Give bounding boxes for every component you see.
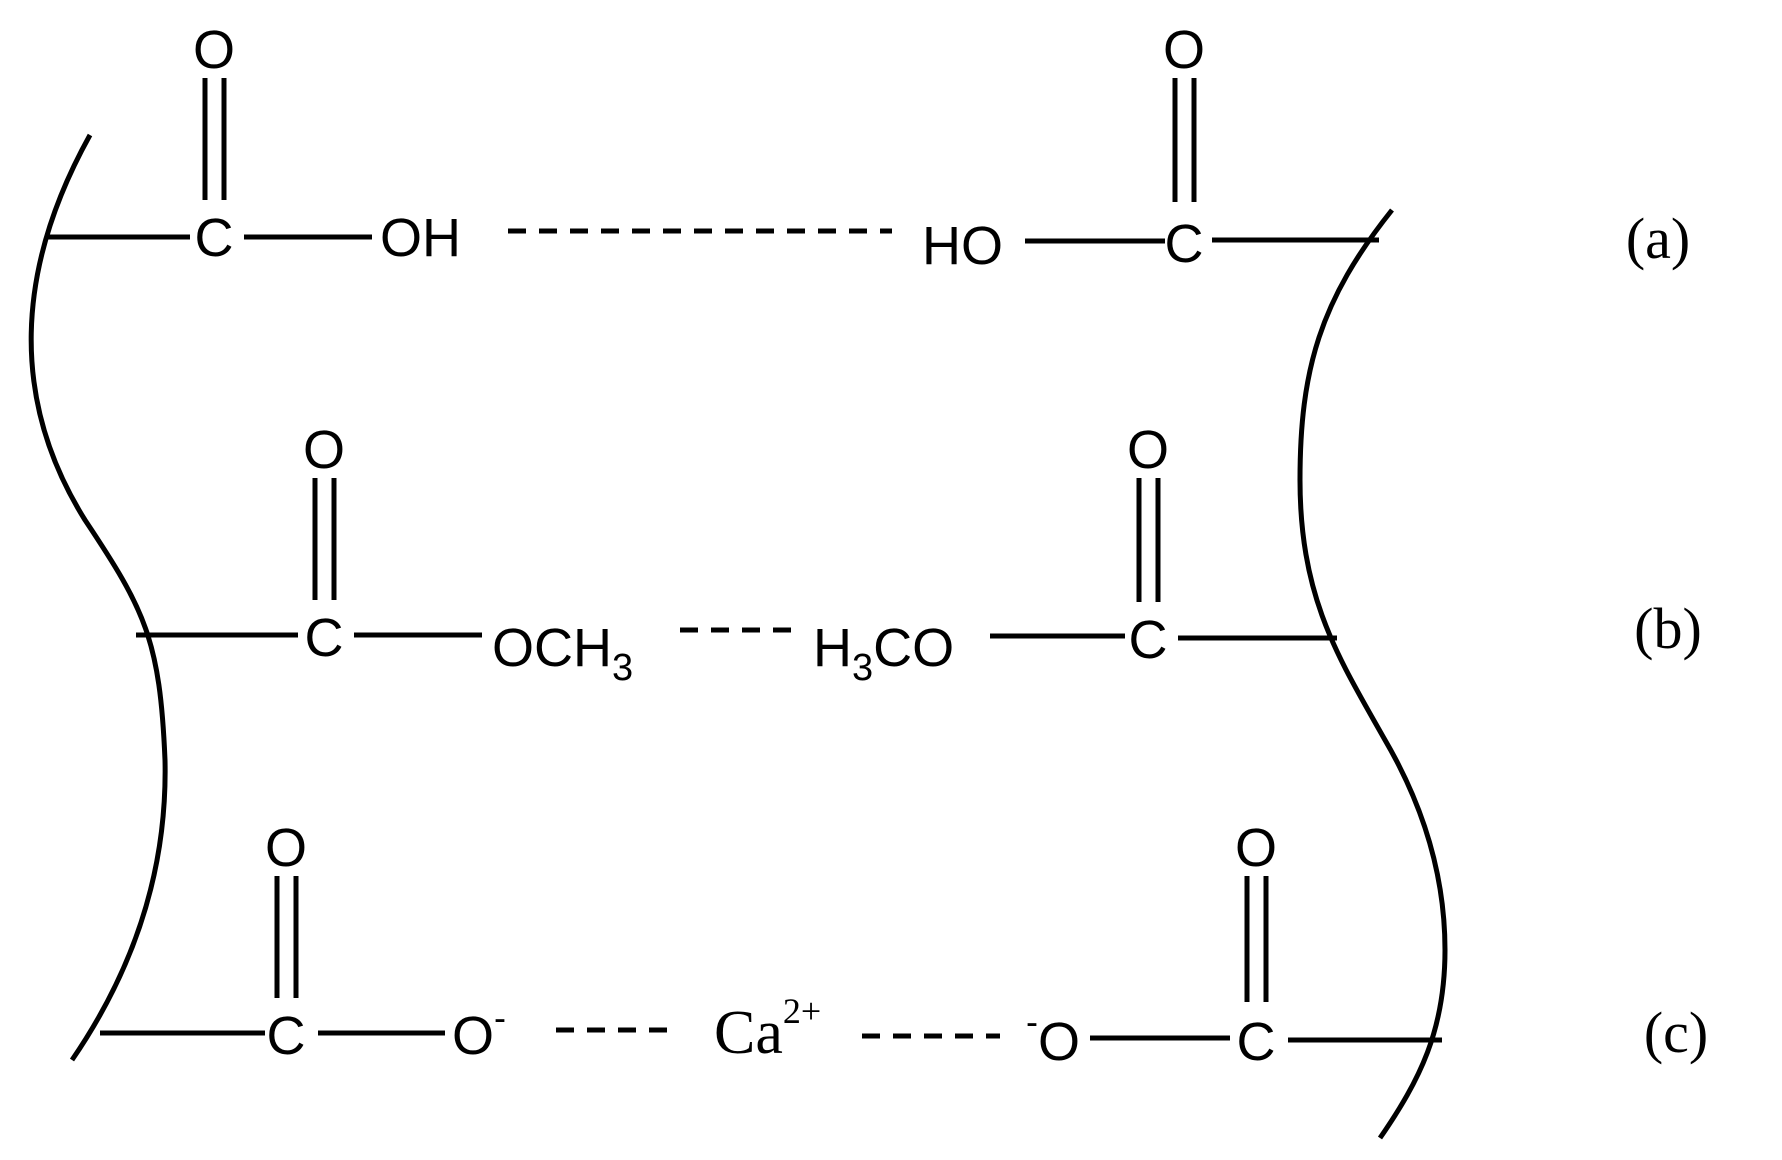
left-polymer-chain xyxy=(28,133,168,1062)
oxygen-b-left: O xyxy=(303,420,345,480)
methoxy-b-left-main: OCH xyxy=(492,618,612,678)
oxygen-a-right: O xyxy=(1163,20,1205,80)
carboxylate-c-left-charge: - xyxy=(494,997,506,1038)
oxygen-c-left: O xyxy=(265,818,307,878)
carbon-b-left: C xyxy=(305,608,344,668)
label-c: (c) xyxy=(1644,1000,1708,1065)
carboxylate-c-left: O- xyxy=(452,997,506,1066)
row-b: O C OCH3 H3CO C O (b) xyxy=(136,420,1702,689)
carbon-a-left: C xyxy=(195,208,234,268)
row-c: O C O- Ca2+ -O C O (c) xyxy=(100,818,1708,1072)
label-b: (b) xyxy=(1634,596,1702,661)
oxygen-b-right: O xyxy=(1127,420,1169,480)
calcium-charge: 2+ xyxy=(783,991,821,1031)
carboxylate-c-right-charge: - xyxy=(1026,1001,1038,1042)
hydroxyl-a-left: OH xyxy=(380,208,461,268)
carbon-b-right: C xyxy=(1129,610,1168,670)
calcium-symbol: Ca xyxy=(714,999,783,1067)
methoxy-b-right-rest: CO xyxy=(873,618,954,678)
row-a: O C OH HO C O (a) xyxy=(48,20,1690,276)
methoxy-b-right-subscript: 3 xyxy=(852,647,873,689)
methoxy-b-left-subscript: 3 xyxy=(612,647,633,689)
hydroxyl-a-right: HO xyxy=(922,216,1003,276)
carbon-c-left: C xyxy=(267,1006,306,1066)
methoxy-b-right: H3CO xyxy=(813,618,954,689)
methoxy-b-right-main: H xyxy=(813,618,852,678)
carbon-a-right: C xyxy=(1165,214,1204,274)
carboxylate-c-right-oxygen: O xyxy=(1038,1012,1080,1072)
carbon-c-right: C xyxy=(1237,1012,1276,1072)
oxygen-c-right: O xyxy=(1235,818,1277,878)
right-polymer-chain xyxy=(1297,208,1448,1140)
label-a: (a) xyxy=(1626,206,1690,271)
methoxy-b-left: OCH3 xyxy=(492,618,633,689)
calcium-ion: Ca2+ xyxy=(714,991,821,1067)
carboxylate-c-right: -O xyxy=(1026,1001,1080,1072)
oxygen-a-left: O xyxy=(193,20,235,80)
carboxylate-c-left-oxygen: O xyxy=(452,1006,494,1066)
